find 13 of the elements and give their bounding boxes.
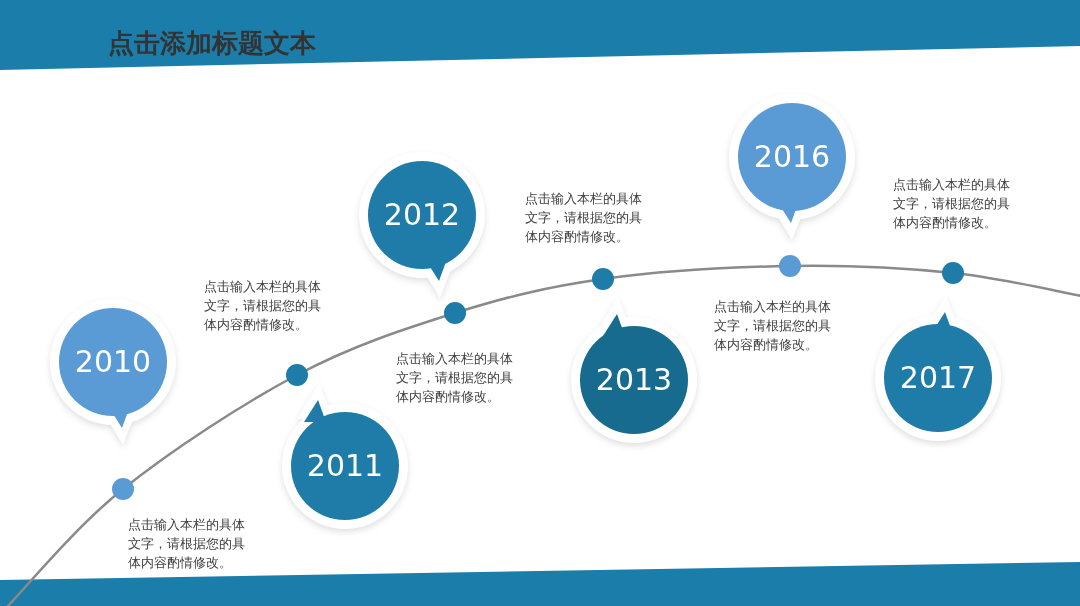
description-text: 点击输入本栏的具体文字，请根据您的具体内容酌情修改。 [714,298,832,354]
description-text: 点击输入本栏的具体文字，请根据您的具体内容酌情修改。 [525,190,643,246]
year-label: 2013 [595,365,673,395]
year-label: 2016 [753,142,831,172]
year-label: 2011 [306,451,384,481]
description-text: 点击输入本栏的具体文字，请根据您的具体内容酌情修改。 [893,176,1011,232]
description-text: 点击输入本栏的具体文字，请根据您的具体内容酌情修改。 [396,350,514,406]
description-text: 点击输入本栏的具体文字，请根据您的具体内容酌情修改。 [204,278,322,334]
year-label: 2012 [383,200,461,230]
year-label: 2010 [74,347,152,377]
year-label: 2017 [899,363,977,393]
title: 点击添加标题文本 [108,30,316,56]
description-text: 点击输入本栏的具体文字，请根据您的具体内容酌情修改。 [128,516,246,572]
